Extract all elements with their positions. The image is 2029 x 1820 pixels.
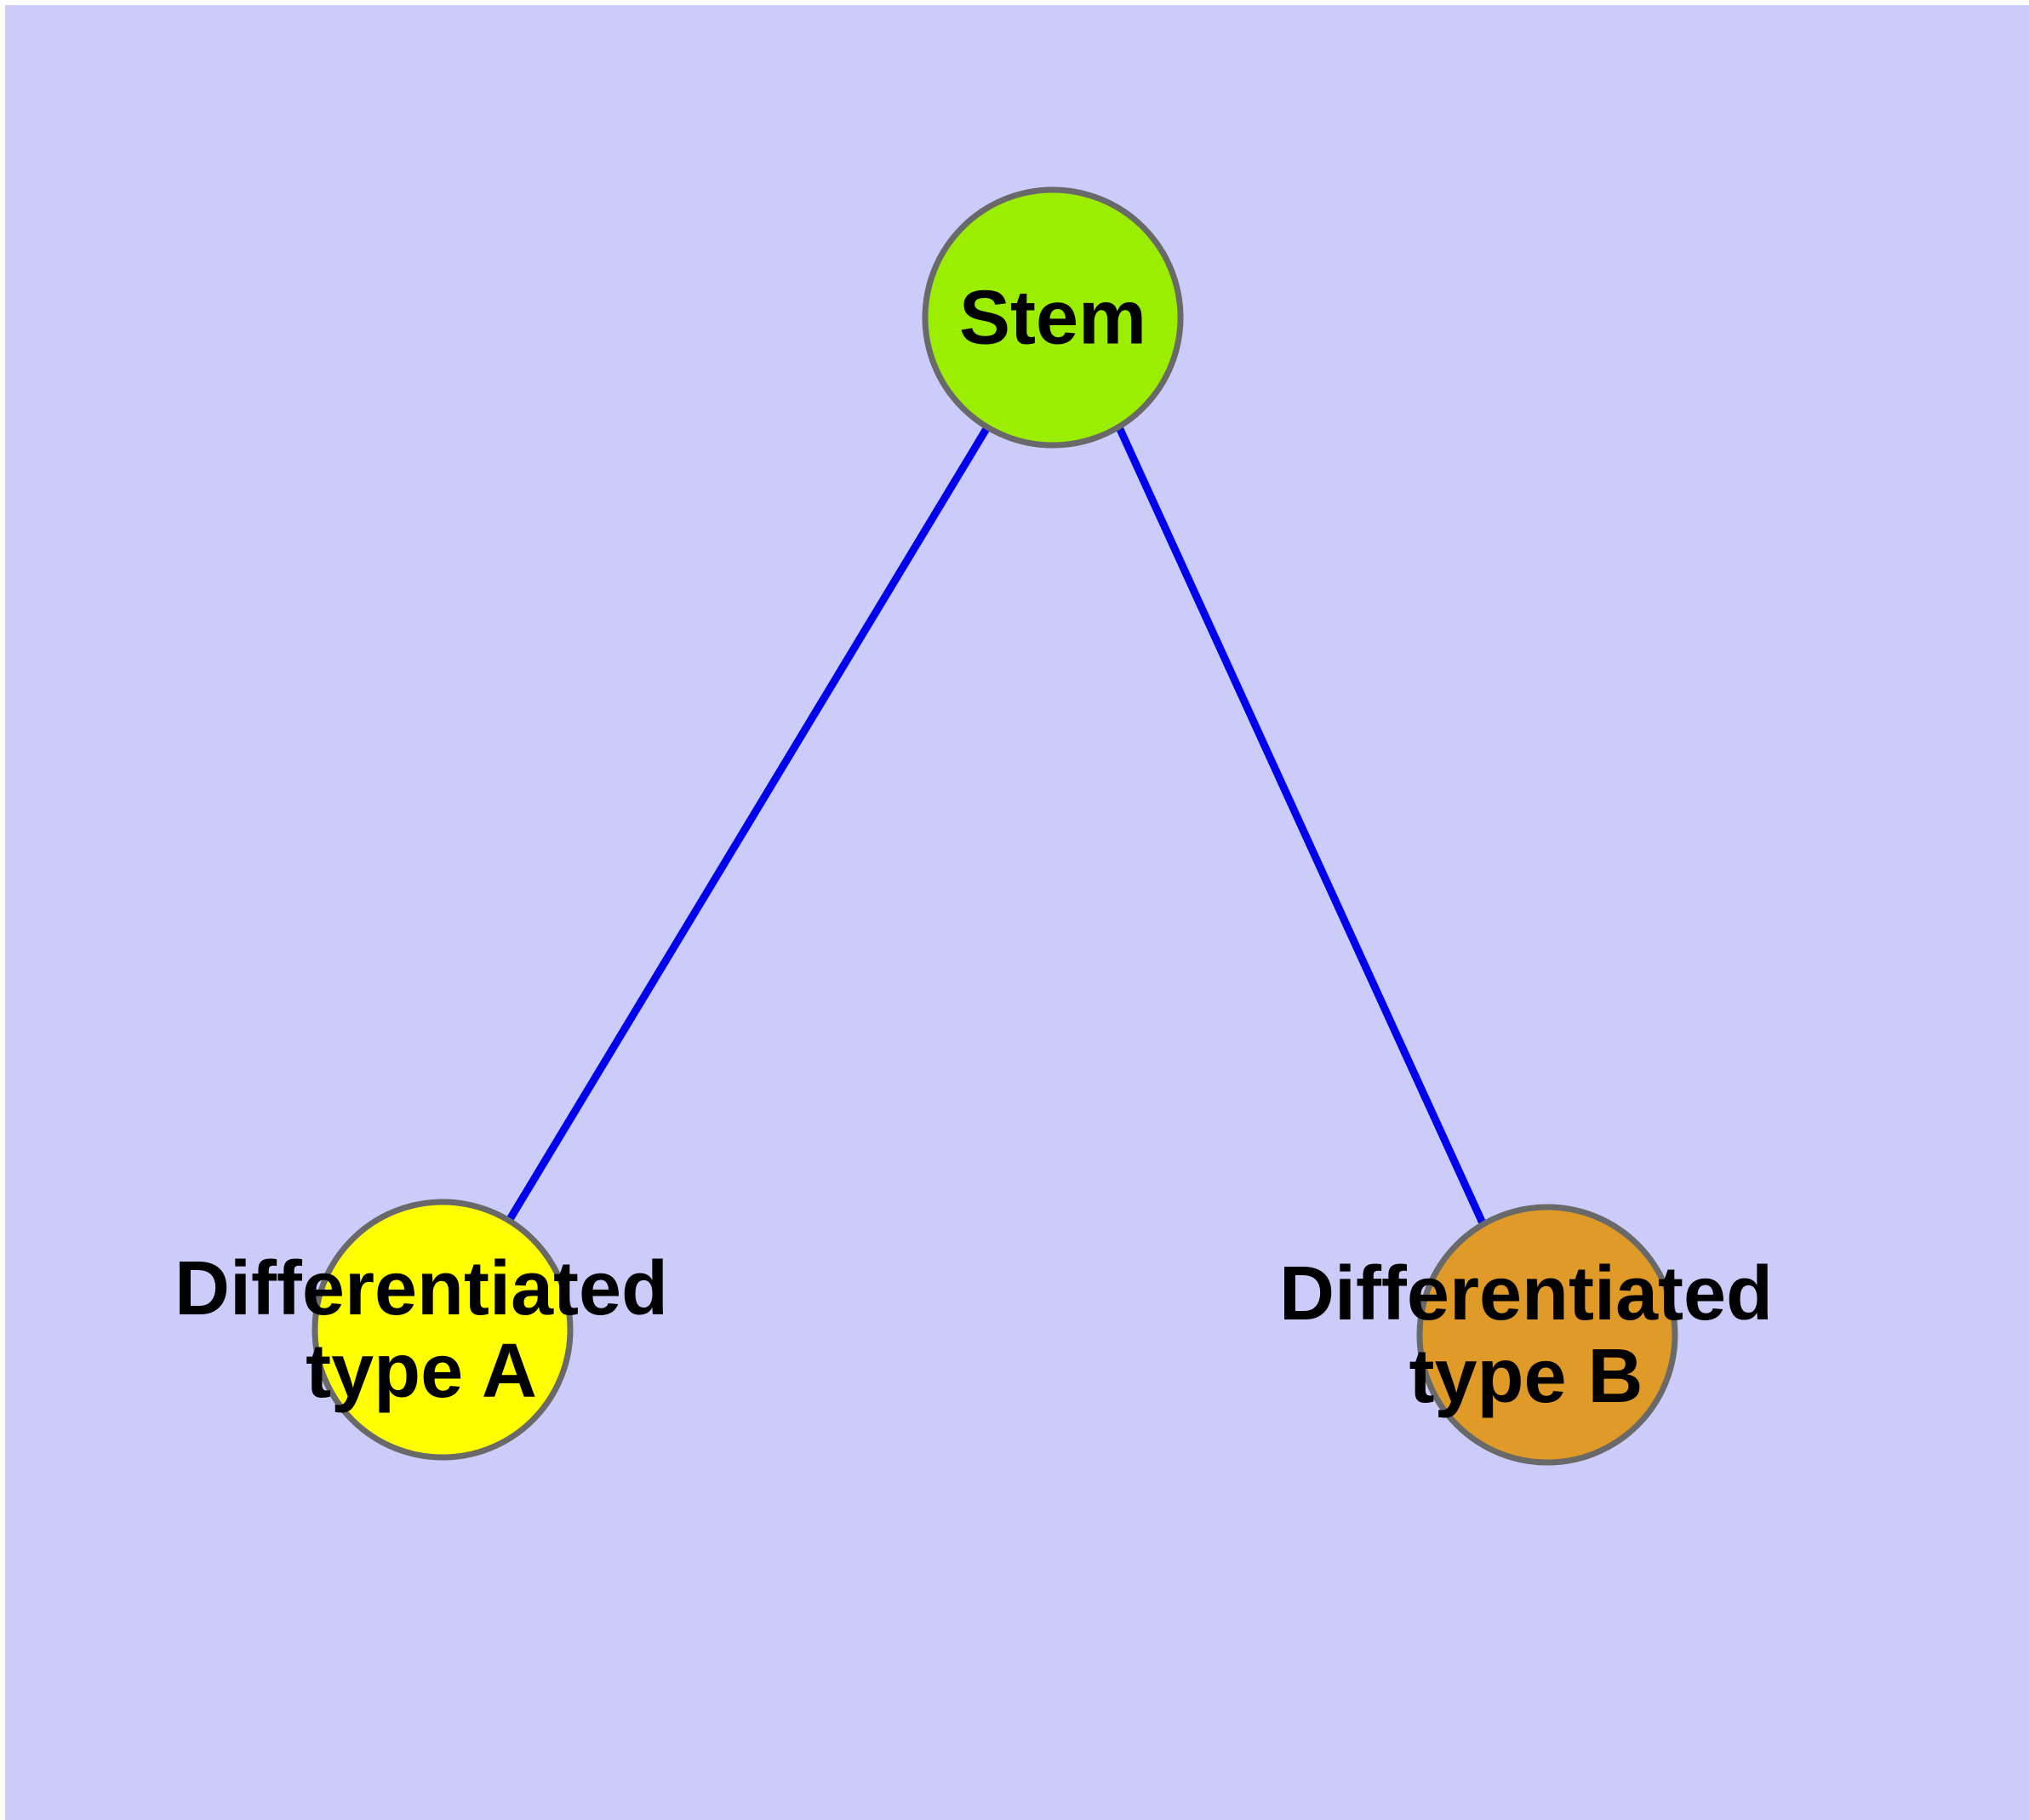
node-label-line: Stem [959, 276, 1146, 361]
node-label-line: type B [1409, 1334, 1643, 1419]
node-label-line: Differentiated [174, 1246, 668, 1331]
graph-edge[interactable] [506, 425, 991, 1223]
nodes-layer [311, 186, 1678, 1466]
graph-node-diff_b[interactable] [1416, 1204, 1678, 1466]
node-label-line: type A [306, 1329, 537, 1414]
graph-node-diff_a[interactable] [311, 1199, 574, 1461]
node-label-line: Differentiated [1279, 1251, 1773, 1336]
graph-node-stem[interactable] [922, 186, 1184, 449]
graph-edge[interactable] [1115, 426, 1488, 1227]
node-label-stem: Stem [959, 276, 1146, 361]
edges-layer [506, 425, 1488, 1227]
